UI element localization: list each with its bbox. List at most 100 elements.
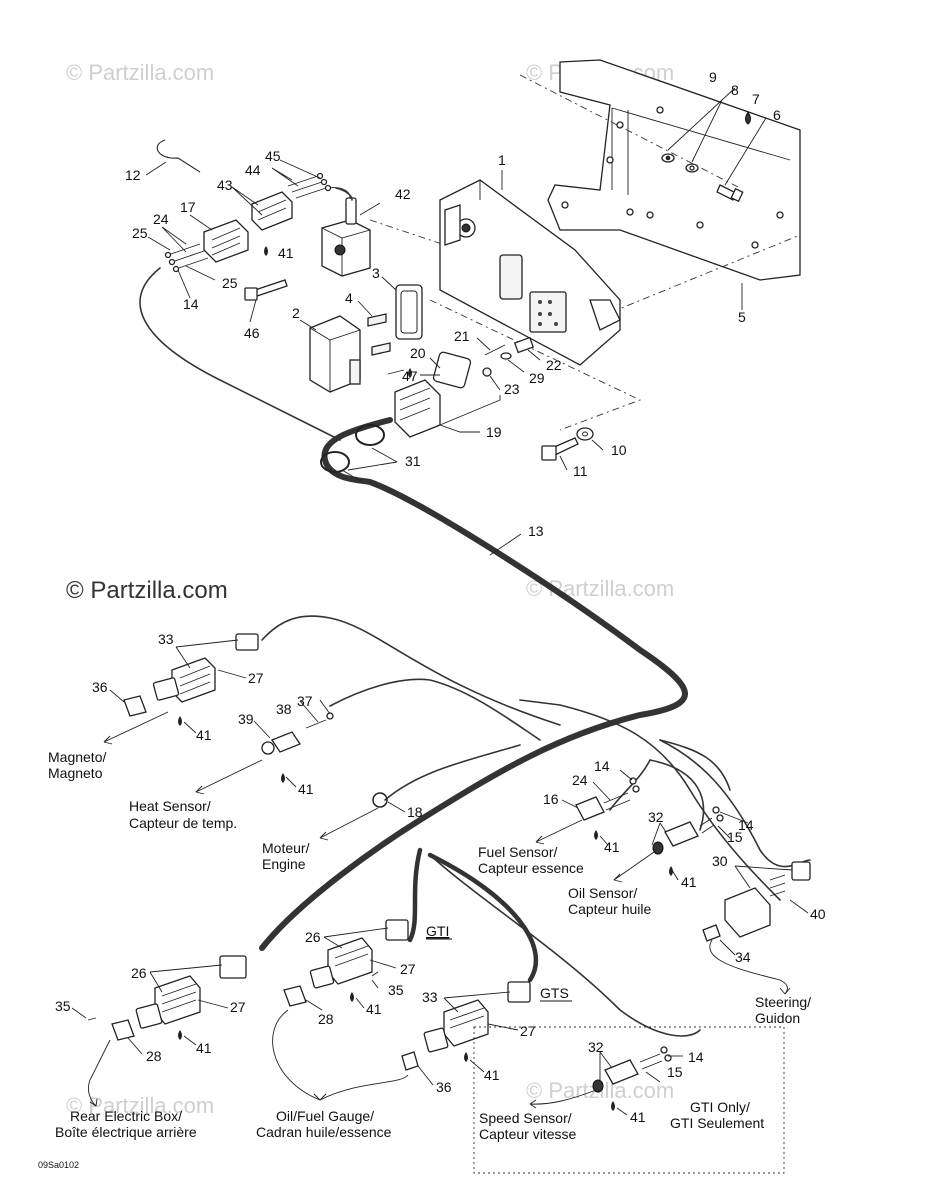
plug-29 bbox=[500, 352, 512, 360]
terminals-25-14 bbox=[164, 243, 209, 273]
tag-gts: GTS bbox=[540, 985, 569, 1001]
callout-13: 13 bbox=[528, 523, 544, 539]
callout-27-magneto: 27 bbox=[248, 670, 264, 686]
callout-35-gti: 35 bbox=[388, 982, 404, 998]
callout-32-oil: 32 bbox=[648, 809, 664, 825]
callout-37: 37 bbox=[297, 693, 313, 709]
plug-23 bbox=[482, 367, 492, 377]
callout-41-speed: 41 bbox=[630, 1109, 646, 1125]
label-heat-fr: Capteur de temp. bbox=[129, 815, 237, 831]
callout-14-fuel: 14 bbox=[594, 758, 610, 774]
callout-24-fuel: 24 bbox=[572, 772, 588, 788]
callout-25: 25 bbox=[132, 225, 148, 241]
callout-39: 39 bbox=[238, 711, 254, 727]
callout-21: 21 bbox=[454, 328, 470, 344]
label-gti-only-fr: GTI Seulement bbox=[670, 1115, 764, 1131]
watermark-top-left: © Partzilla.com bbox=[66, 60, 214, 85]
callout-22: 22 bbox=[546, 357, 562, 373]
callout-29: 29 bbox=[529, 370, 545, 386]
label-engine-fr: Moteur/ bbox=[262, 840, 310, 856]
destination-arrows bbox=[87, 711, 791, 1109]
callout-3: 3 bbox=[372, 265, 380, 281]
callout-36-gts: 36 bbox=[436, 1079, 452, 1095]
callout-2: 2 bbox=[292, 305, 300, 321]
label-heat-en: Heat Sensor/ bbox=[129, 798, 211, 814]
callout-26-rear: 26 bbox=[131, 965, 147, 981]
ring-terminal-18 bbox=[372, 792, 388, 808]
callout-15-speed: 15 bbox=[667, 1064, 683, 1080]
heat-sensor bbox=[261, 712, 334, 755]
relay-2 bbox=[309, 315, 361, 393]
callout-27-gts: 27 bbox=[520, 1023, 536, 1039]
washer-8 bbox=[685, 163, 699, 173]
fuel-sensor-connector bbox=[575, 777, 640, 821]
terminal-21 bbox=[484, 344, 506, 356]
callout-33-gts: 33 bbox=[422, 989, 438, 1005]
callout-27-gti: 27 bbox=[400, 961, 416, 977]
callout-14: 14 bbox=[183, 296, 199, 312]
mpem-module bbox=[439, 179, 621, 366]
label-oil-fr: Capteur huile bbox=[568, 901, 651, 917]
callout-38: 38 bbox=[276, 701, 292, 717]
connector-magneto bbox=[123, 633, 259, 717]
terminals-44-45 bbox=[287, 172, 332, 199]
label-magneto-fr: Magneto bbox=[48, 765, 103, 781]
steering-connector bbox=[702, 861, 811, 942]
label-rear-fr: Boîte électrique arrière bbox=[55, 1124, 197, 1140]
callout-41-top: 41 bbox=[278, 245, 294, 261]
callout-30: 30 bbox=[712, 853, 728, 869]
callout-33-magneto: 33 bbox=[158, 631, 174, 647]
bolt-6 bbox=[716, 184, 744, 203]
callout-4: 4 bbox=[345, 290, 353, 306]
callout-40: 40 bbox=[810, 906, 826, 922]
callout-7: 7 bbox=[752, 91, 760, 107]
callout-19: 19 bbox=[486, 424, 502, 440]
gti-only-box bbox=[473, 1026, 785, 1174]
callout-41-oil: 41 bbox=[681, 874, 697, 890]
callout-20: 20 bbox=[410, 345, 426, 361]
leader-lines bbox=[71, 87, 809, 1116]
connector-gauge-gti bbox=[283, 919, 409, 1007]
bolt-46 bbox=[244, 279, 288, 301]
label-engine-en: Engine bbox=[262, 856, 306, 872]
callout-41-magneto: 41 bbox=[196, 727, 212, 743]
callout-44: 44 bbox=[245, 162, 261, 178]
label-rear-en: Rear Electric Box/ bbox=[70, 1108, 182, 1124]
callout-14-oil: 14 bbox=[738, 817, 754, 833]
callout-43: 43 bbox=[217, 177, 233, 193]
callout-46: 46 bbox=[244, 325, 260, 341]
callout-6: 6 bbox=[773, 107, 781, 123]
callout-1: 1 bbox=[498, 152, 506, 168]
callout-12: 12 bbox=[125, 167, 141, 183]
callout-26-gti: 26 bbox=[305, 929, 321, 945]
speed-sensor-connector bbox=[592, 1046, 672, 1093]
washer-9 bbox=[661, 153, 675, 163]
callout-27-rear: 27 bbox=[230, 999, 246, 1015]
callout-41-gti: 41 bbox=[366, 1001, 382, 1017]
connector-19-20 bbox=[394, 351, 472, 438]
gasket-3 bbox=[395, 284, 423, 340]
callout-35-rear: 35 bbox=[55, 998, 71, 1014]
connector-22 bbox=[513, 336, 535, 354]
diagram-code: 09Sa0102 bbox=[38, 1160, 79, 1170]
callout-41-fuel: 41 bbox=[604, 839, 620, 855]
label-fuel-fr: Capteur essence bbox=[478, 860, 584, 876]
label-steering-fr: Guidon bbox=[755, 1010, 800, 1026]
clamp-31 bbox=[320, 424, 385, 483]
oil-sensor-connector bbox=[652, 806, 724, 855]
callout-24: 24 bbox=[153, 211, 169, 227]
connector-17 bbox=[203, 219, 249, 263]
label-magneto-en: Magneto/ bbox=[48, 749, 106, 765]
label-gti-only-en: GTI Only/ bbox=[690, 1099, 750, 1115]
callout-31: 31 bbox=[405, 453, 421, 469]
connector-43 bbox=[251, 191, 293, 231]
callout-45: 45 bbox=[265, 148, 281, 164]
watermark-middle: © Partzilla.com bbox=[66, 577, 228, 604]
label-steering-en: Steering/ bbox=[755, 994, 811, 1010]
bolt-11 bbox=[541, 437, 579, 461]
callout-5: 5 bbox=[738, 309, 746, 325]
callout-28-rear: 28 bbox=[146, 1048, 162, 1064]
callout-42: 42 bbox=[395, 186, 411, 202]
fuse-4 bbox=[367, 313, 391, 356]
drop-icon bbox=[745, 111, 751, 125]
